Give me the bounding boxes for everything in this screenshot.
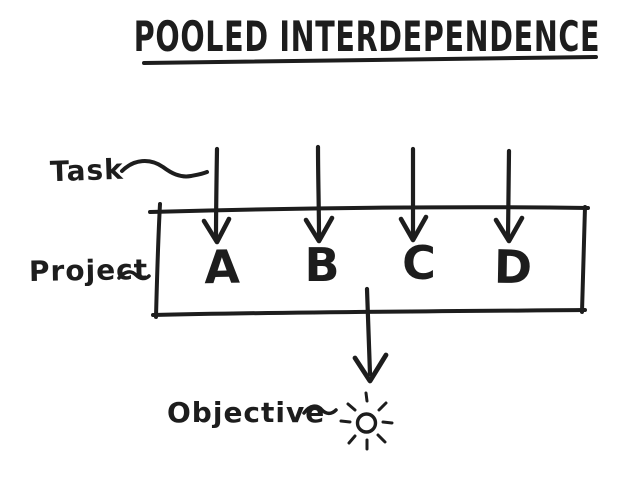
objective-arrow <box>352 286 389 384</box>
task-arrow-b <box>303 144 335 244</box>
task-letter-d: D <box>493 239 533 295</box>
objective-pointer-tilde <box>302 404 338 416</box>
task-label: Task <box>49 152 125 189</box>
task-letter-b: B <box>304 238 340 292</box>
task-arrow-d <box>493 148 525 244</box>
sun-icon <box>339 391 394 451</box>
task-pointer-squiggle <box>120 159 209 179</box>
title-underline <box>142 55 598 65</box>
task-arrow-c <box>398 146 429 243</box>
diagram-title: POOLED INTERDEPENDENCE <box>133 12 601 61</box>
project-label: Project <box>28 252 149 289</box>
task-letter-a: A <box>203 239 241 295</box>
objective-label: Objective <box>167 396 326 429</box>
task-arrow-a <box>201 146 232 245</box>
task-letter-c: C <box>402 236 436 290</box>
project-pointer-tilde <box>117 270 151 281</box>
